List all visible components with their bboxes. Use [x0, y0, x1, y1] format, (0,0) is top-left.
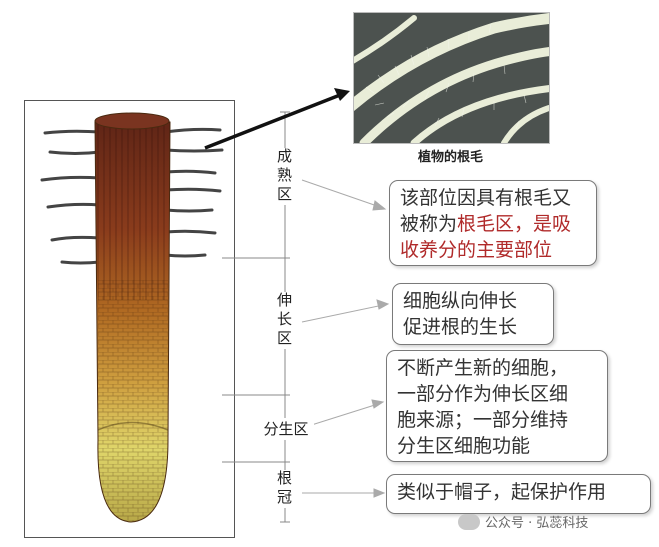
- zone-label-cap: 根冠: [275, 470, 295, 508]
- maturation-info-box: 该部位因具有根毛又 被称为根毛区，是吸 收养分的主要部位: [389, 180, 597, 266]
- photo-arrow: [204, 88, 350, 150]
- cap-info-box: 类似于帽子，起保护作用: [386, 474, 651, 514]
- root-top-cut: [94, 112, 170, 130]
- meristem-info-line: 不断产生新的细胞，: [397, 357, 569, 379]
- zone-label-maturation: 成熟区: [275, 148, 295, 205]
- root-diagram-frame: [24, 100, 235, 538]
- root-hair-photo-image: [354, 13, 549, 143]
- meristem-info-line: 胞来源；一部分维持: [397, 409, 569, 431]
- elongation-info-line: 促进根的生长: [403, 316, 518, 338]
- wechat-icon: [458, 513, 480, 530]
- highlight-text: 收养分的主要部位: [400, 239, 553, 261]
- elongation-info-box: 细胞纵向伸长 促进根的生长: [392, 283, 554, 345]
- watermark-text: 公众号 · 弘蕊科技: [485, 516, 589, 531]
- elongation-info-line: 细胞纵向伸长: [403, 290, 518, 312]
- maturation-info-line: 被称为根毛区，是吸: [400, 213, 572, 235]
- pointer-arrows: [301, 179, 390, 498]
- meristem-info-line: 分生区细胞功能: [397, 435, 531, 457]
- zone-label-elongation: 伸长区: [275, 292, 295, 349]
- meristem-info-line: 一部分作为伸长区细: [397, 383, 569, 405]
- root-hair-photo: [353, 12, 550, 144]
- meristem-info-box: 不断产生新的细胞， 一部分作为伸长区细 胞来源；一部分维持 分生区细胞功能: [386, 350, 608, 462]
- maturation-info-line: 该部位因具有根毛又: [400, 187, 572, 209]
- highlight-text: 根毛区，是吸: [457, 213, 572, 235]
- cap-info-line: 类似于帽子，起保护作用: [397, 481, 607, 503]
- photo-caption: 植物的根毛: [417, 150, 483, 165]
- watermark: 公众号 · 弘蕊科技: [458, 512, 588, 531]
- zone-label-meristem: 分生区: [258, 418, 314, 440]
